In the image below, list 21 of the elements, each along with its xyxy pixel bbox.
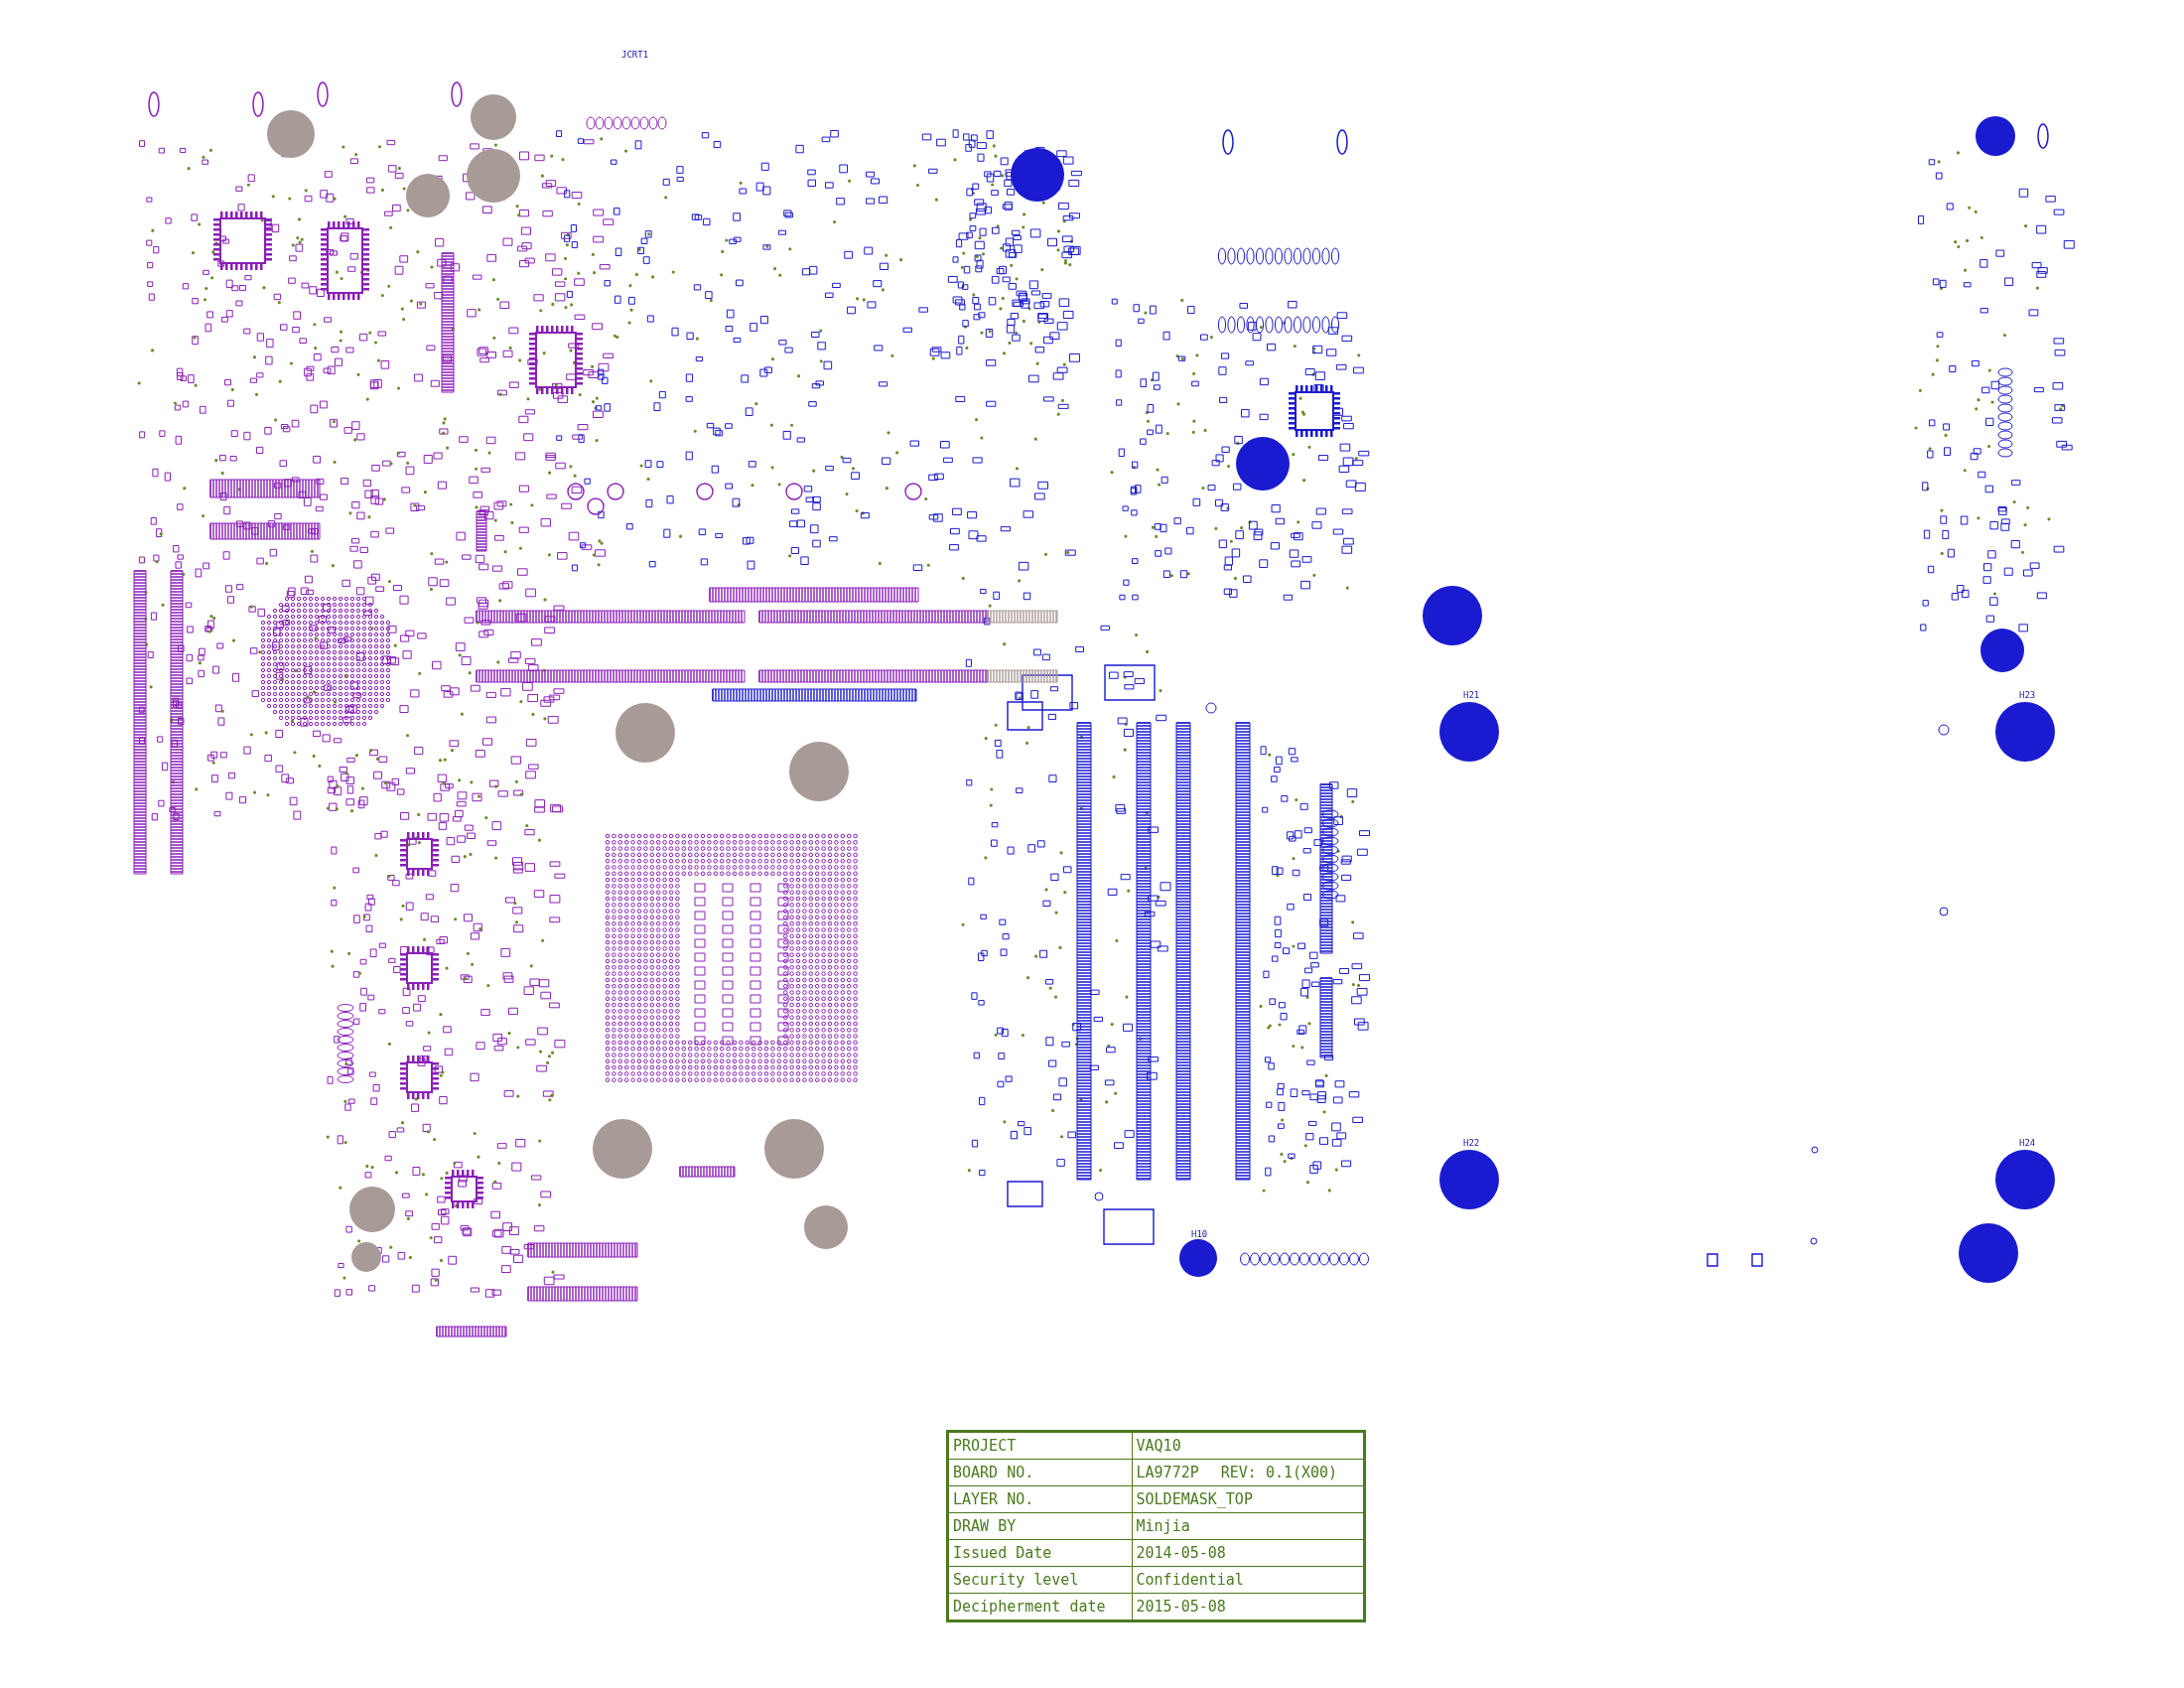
- part-label: H10: [1191, 1229, 1208, 1239]
- field-value: Confidential: [1136, 1571, 1244, 1589]
- field-value: Minjia: [1136, 1517, 1190, 1535]
- field-name: BOARD NO.: [953, 1464, 1034, 1481]
- field-value: SOLDEMASK_TOP: [1136, 1490, 1253, 1508]
- part-label: H24: [2019, 1138, 2036, 1148]
- field-value: VAQ10: [1136, 1437, 1181, 1455]
- part-label: H21: [1463, 690, 1480, 700]
- field-value: 2014-05-08: [1136, 1544, 1226, 1562]
- field-name: Issued Date: [953, 1544, 1052, 1562]
- part-label: H22: [1463, 1138, 1480, 1148]
- field-value: 2015-05-08: [1136, 1598, 1226, 1616]
- part-label: H23: [2019, 690, 2036, 700]
- field-name: Decipherment date: [953, 1598, 1106, 1616]
- part-label: JCRT1: [621, 50, 649, 60]
- field-name: Security level: [953, 1571, 1079, 1589]
- field-name: PROJECT: [953, 1437, 1017, 1455]
- field-name: DRAW BY: [953, 1517, 1017, 1535]
- field-value: LA9772P: [1136, 1464, 1199, 1481]
- field-value: REV: 0.1(X00): [1220, 1464, 1338, 1481]
- field-name: LAYER NO.: [953, 1490, 1034, 1508]
